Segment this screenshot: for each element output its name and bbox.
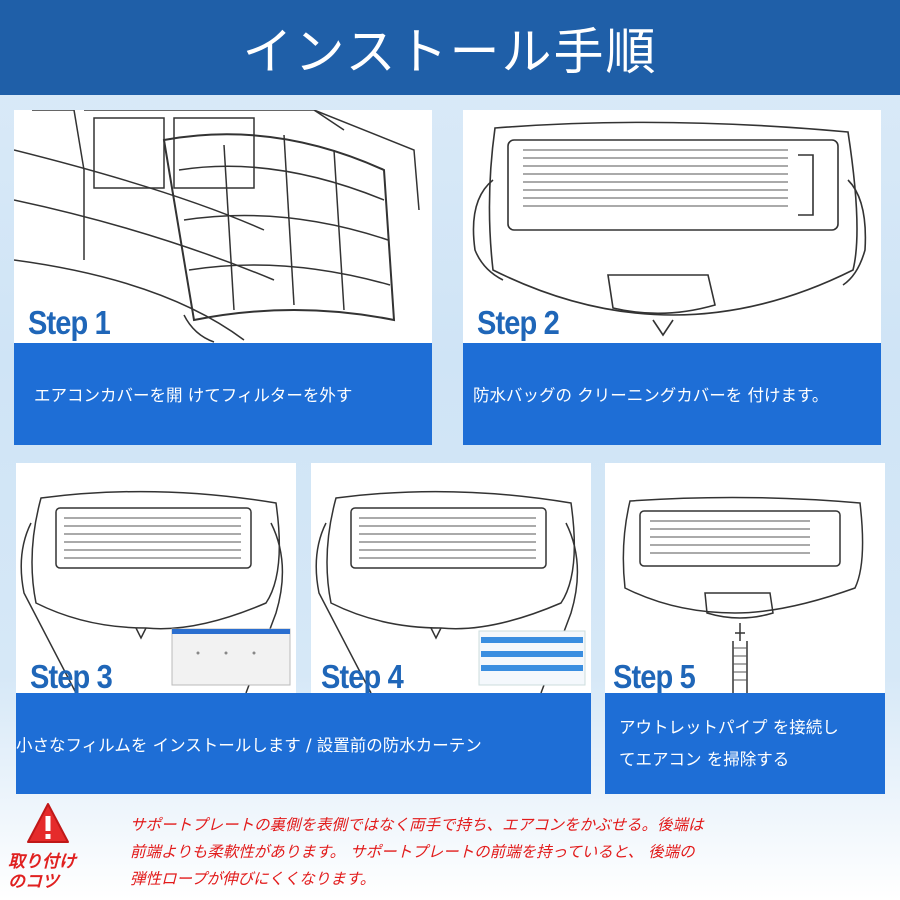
tips-label-line2: のコツ bbox=[8, 872, 59, 892]
step-5-text-line1: アウトレットパイプ を接続し bbox=[619, 717, 839, 737]
step-5-label: Step 5 bbox=[613, 658, 696, 693]
step-2-card: Step 2 防水バッグの クリーニングカバーを 付けます。 bbox=[463, 110, 881, 445]
page-title: インストール手順 bbox=[242, 22, 658, 81]
step-5-card: Step 5 bbox=[605, 463, 885, 693]
step-2-illustration bbox=[472, 121, 867, 337]
tips-text: サポートプレートの裏側を表側ではなく両手で持ち、エアコンをかぶせる。後端は 前端… bbox=[130, 812, 890, 893]
step-1-card: Step 1 エアコンカバーを開 けてフィルターを外す bbox=[14, 110, 432, 445]
step-5-text-line2: てエアコン を掃除する bbox=[619, 749, 790, 769]
step-2-label: Step 2 bbox=[477, 304, 560, 341]
tips-label: 取り付け のコツ bbox=[8, 852, 93, 892]
step-2-caption: 防水バッグの クリーニングカバーを 付けます。 bbox=[463, 343, 881, 445]
tips-line-3: 弾性ロープが伸びにくくなります。 bbox=[130, 870, 376, 888]
tips-label-line1: 取り付け bbox=[8, 852, 76, 872]
warning-icon bbox=[27, 803, 69, 843]
step-3-illustration bbox=[20, 490, 291, 693]
step-4-label: Step 4 bbox=[321, 658, 404, 693]
step-5-caption: アウトレットパイプ を接続し てエアコン を掃除する bbox=[605, 693, 885, 794]
step-1-text: エアコンカバーを開 けてフィルターを外す bbox=[34, 386, 353, 405]
step-3-text: 小さなフィルムを インストールします / 設置前の防水カーテン bbox=[16, 735, 482, 755]
step-4-illustration bbox=[315, 490, 586, 693]
step-3-label: Step 3 bbox=[30, 658, 113, 693]
header-banner: インストール手順 bbox=[0, 0, 900, 95]
step-2-text: 防水バッグの クリーニングカバーを 付けます。 bbox=[473, 386, 829, 405]
step-5-illustration bbox=[622, 496, 864, 693]
tips-line-1: サポートプレートの裏側を表側ではなく両手で持ち、エアコンをかぶせる。後端は bbox=[130, 816, 704, 834]
tips-line-2: 前端よりも柔軟性があります。 サポートプレートの前端を持っていると、 後端の bbox=[130, 843, 695, 861]
step-1-caption: エアコンカバーを開 けてフィルターを外す bbox=[14, 343, 432, 445]
step-1-label: Step 1 bbox=[28, 304, 111, 341]
step-1-illustration bbox=[14, 110, 420, 343]
step-3-card: Step 3 bbox=[16, 463, 296, 693]
step-4-card: Step 4 bbox=[311, 463, 591, 693]
step-3-4-caption: 小さなフィルムを インストールします / 設置前の防水カーテン bbox=[16, 693, 591, 794]
